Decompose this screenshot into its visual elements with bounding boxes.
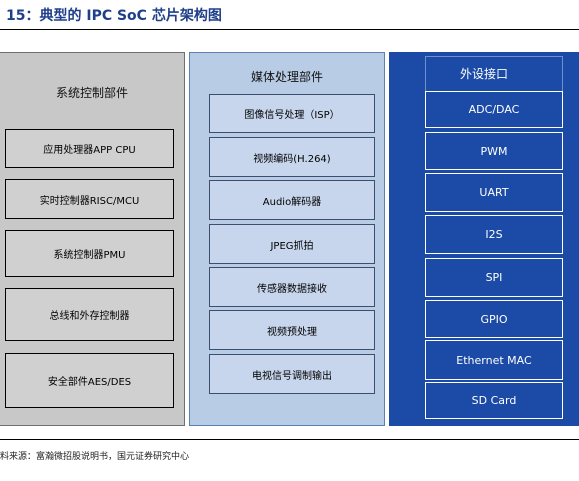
media-processing-item: 图像信号处理（ISP） xyxy=(209,94,375,133)
peripheral-interfaces-title: 外设接口 xyxy=(459,67,508,81)
peripheral-interface-item: UART xyxy=(425,173,563,212)
media-processing-panel: 媒体处理部件 图像信号处理（ISP） 视频编码(H.264) Audio解码器 … xyxy=(189,52,385,426)
peripheral-interface-item: ADC/DAC xyxy=(425,91,563,128)
top-rule xyxy=(0,29,579,30)
media-processing-item: 视频预处理 xyxy=(209,310,375,350)
media-processing-item: Audio解码器 xyxy=(209,180,375,220)
system-control-item: 实时控制器RISC/MCU xyxy=(5,179,174,219)
system-control-item: 应用处理器APP CPU xyxy=(5,129,174,168)
peripheral-interface-item: PWM xyxy=(425,132,563,170)
peripheral-interface-item: SD Card xyxy=(425,382,563,419)
media-processing-item: 传感器数据接收 xyxy=(209,267,375,307)
media-processing-item: 视频编码(H.264) xyxy=(209,137,375,177)
system-control-item: 安全部件AES/DES xyxy=(5,353,174,408)
peripheral-interface-item: SPI xyxy=(425,258,563,297)
peripheral-interface-item: GPIO xyxy=(425,300,563,338)
system-control-panel: 系统控制部件 应用处理器APP CPU 实时控制器RISC/MCU 系统控制器P… xyxy=(0,52,185,426)
media-processing-title: 媒体处理部件 xyxy=(250,70,323,84)
media-processing-item: 电视信号调制输出 xyxy=(209,354,375,394)
source-note: 料来源：富瀚微招股说明书，国元证券研究中心 xyxy=(0,452,190,462)
media-processing-item: JPEG抓拍 xyxy=(209,224,375,264)
figure-title: 15：典型的 IPC SoC 芯片架构图 xyxy=(6,8,222,24)
system-control-title: 系统控制部件 xyxy=(55,86,128,100)
peripheral-interface-item: I2S xyxy=(425,215,563,254)
peripheral-interfaces-panel: 外设接口 ADC/DAC PWM UART I2S SPI GPIO Ether… xyxy=(389,52,579,426)
system-control-item: 总线和外存控制器 xyxy=(5,288,174,341)
bottom-rule xyxy=(0,439,579,440)
peripheral-interface-item: Ethernet MAC xyxy=(425,340,563,380)
system-control-item: 系统控制器PMU xyxy=(5,230,174,277)
